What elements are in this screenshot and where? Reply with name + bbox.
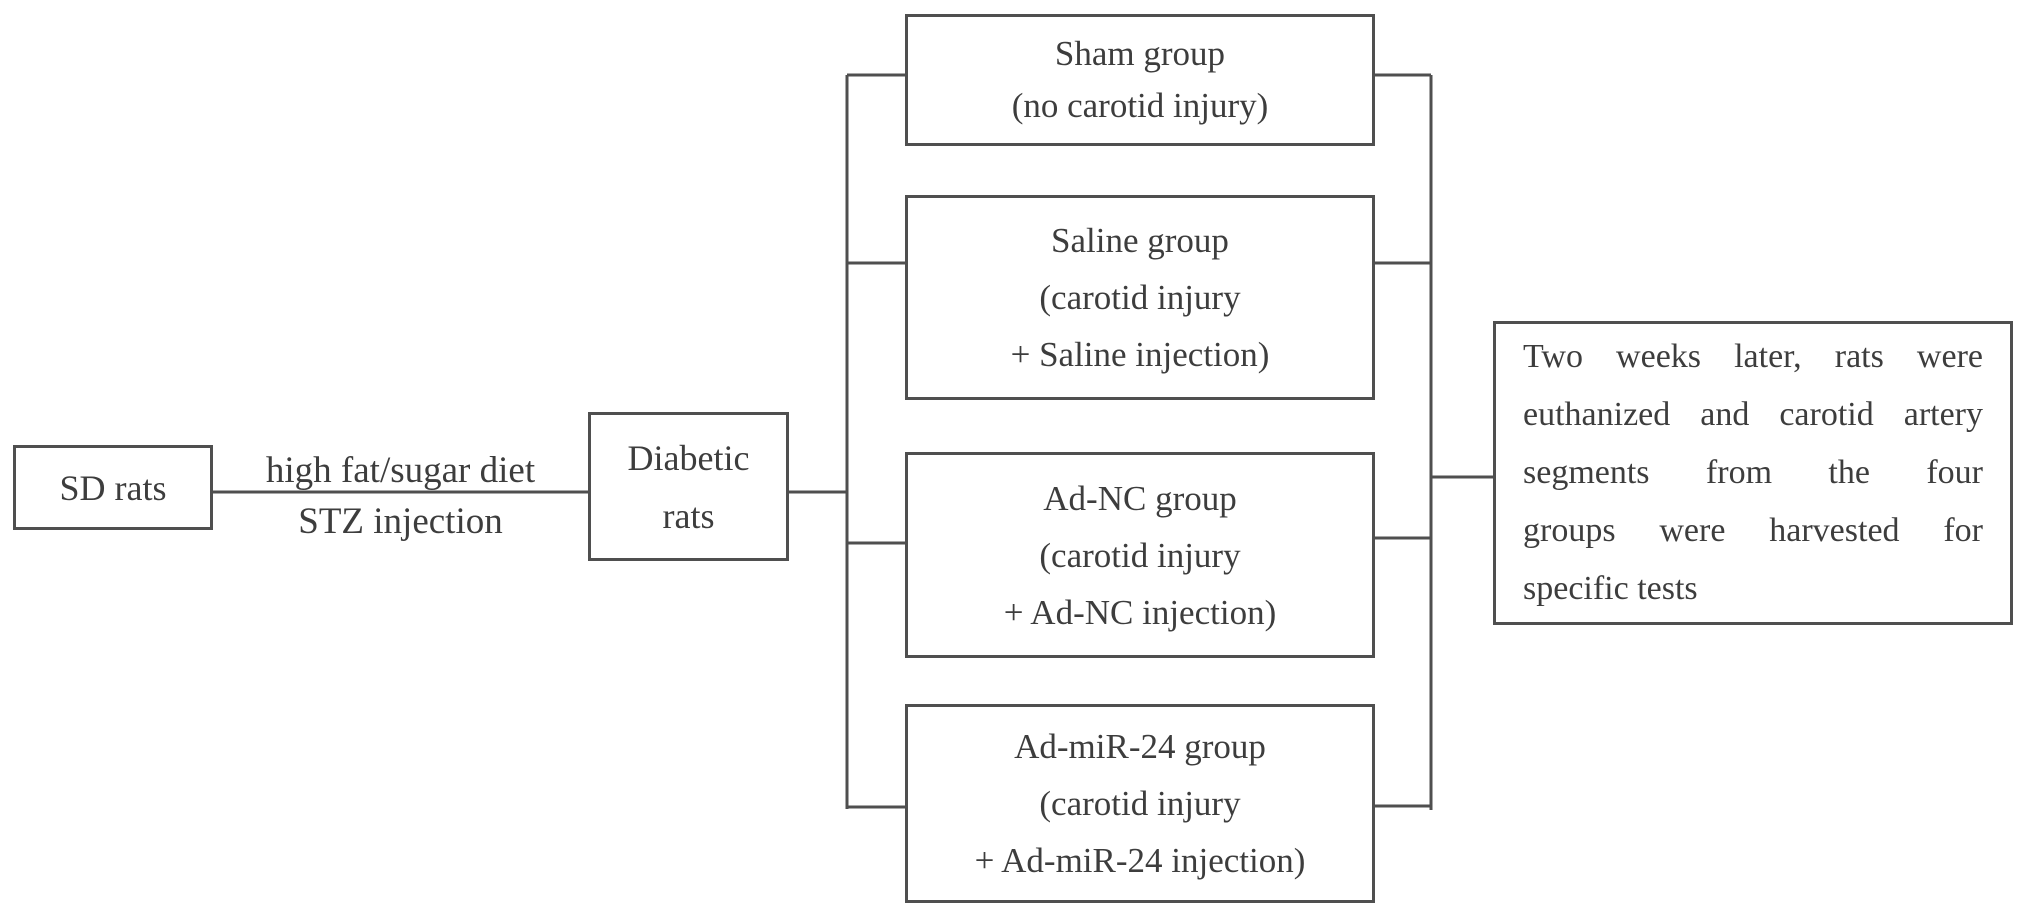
group-detail: + Saline injection)	[1010, 335, 1270, 374]
group-detail: + Ad-NC injection)	[1003, 592, 1277, 632]
node-saline-group: Saline group (carotid injury + Saline in…	[905, 195, 1375, 400]
node-sham-group: Sham group (no carotid injury)	[905, 14, 1375, 146]
group-detail: (carotid injury	[1039, 784, 1241, 823]
group-detail: + Ad-miR-24 injection)	[974, 841, 1306, 880]
node-ad-mir24-group: Ad-miR-24 group (carotid injury + Ad-miR…	[905, 704, 1375, 903]
node-diabetic-rats: Diabetic rats	[588, 412, 789, 561]
node-ad-nc-group: Ad-NC group (carotid injury + Ad-NC inje…	[905, 452, 1375, 658]
outcome-text-line: specific tests	[1523, 570, 1698, 607]
node-sd-rats: SD rats	[13, 445, 213, 530]
outcome-text-line: groups were harvested for	[1523, 512, 1983, 549]
edge-label-diet: high fat/sugar diet	[265, 450, 536, 491]
outcome-text-line: euthanized and carotid artery	[1523, 396, 1983, 433]
group-detail: (no carotid injury)	[1011, 86, 1269, 125]
node-label: SD rats	[59, 467, 167, 508]
edge-label-stz-injection: STZ injection	[298, 501, 503, 542]
group-detail: (carotid injury	[1039, 535, 1241, 575]
outcome-text-line: segments from the four	[1523, 454, 1983, 491]
outcome-text-line: Two weeks later, rats were	[1523, 338, 1983, 375]
group-title: Ad-NC group	[1043, 478, 1237, 518]
group-detail: (carotid injury	[1039, 278, 1241, 317]
group-title: Sham group	[1054, 34, 1226, 73]
group-title: Ad-miR-24 group	[1014, 727, 1266, 766]
group-title: Saline group	[1051, 221, 1229, 260]
node-outcome-description: Two weeks later, rats were euthanized an…	[1493, 321, 2013, 625]
node-label: Diabetic	[627, 437, 750, 478]
node-label: rats	[662, 495, 715, 536]
